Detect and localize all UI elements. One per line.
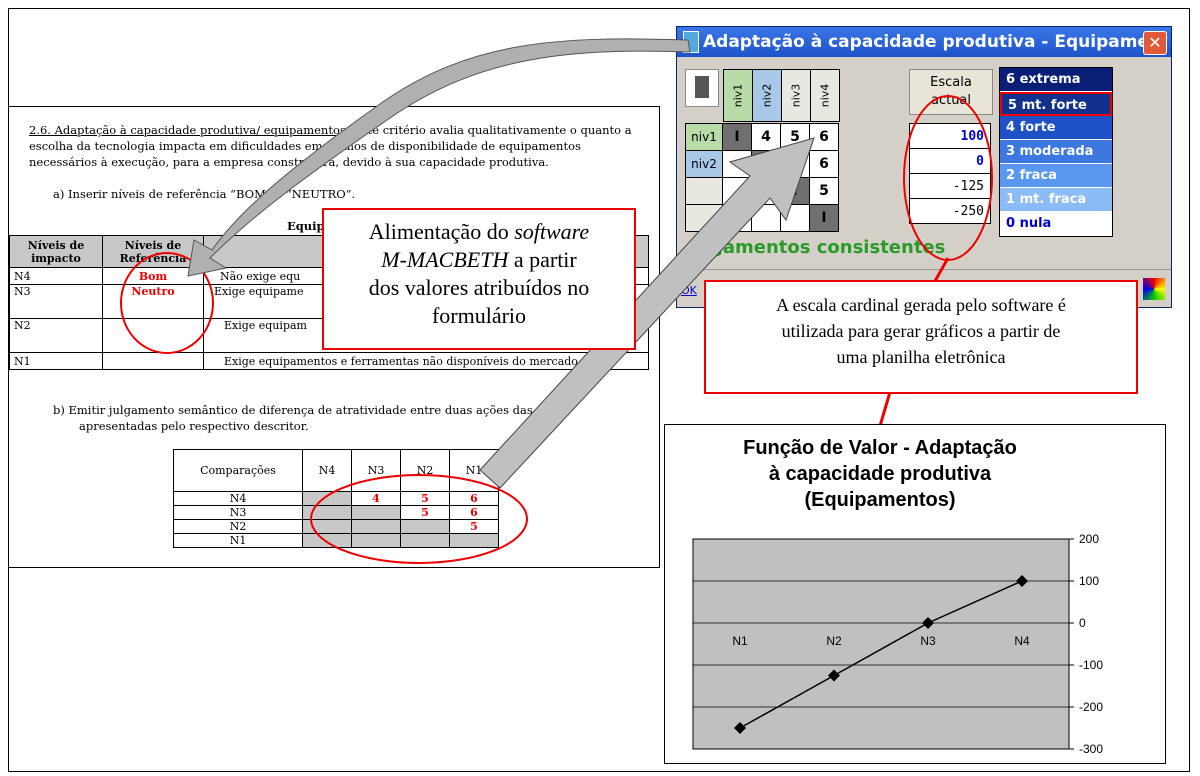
category-item[interactable]: 0 nula: [1000, 212, 1112, 236]
x-tick-label: N3: [920, 634, 936, 648]
row-reference: Bom: [102, 267, 204, 285]
semantic-categories: 6 extrema 5 mt. forte 4 forte 3 moderada…: [999, 67, 1113, 237]
callout-software-input: Alimentação do software M-MACBETH a part…: [322, 208, 636, 350]
close-icon[interactable]: ✕: [1143, 31, 1167, 55]
y-tick-label: 100: [1079, 574, 1099, 588]
col-header-niv3: niv3: [781, 69, 811, 122]
matrix-cell[interactable]: I: [722, 123, 752, 151]
paragraph-line-3: necessários à execução, para a empresa c…: [29, 155, 549, 169]
header-reference-levels: Níveis de Referência: [102, 235, 204, 268]
matrix-cell[interactable]: I: [809, 204, 839, 232]
x-tick-label: N1: [732, 634, 748, 648]
y-tick-label: -200: [1079, 700, 1103, 714]
row-description: Exige equipamentos e ferramentas não dis…: [203, 352, 649, 370]
paragraph-text: Este critério avalia qualitativamente o …: [353, 123, 632, 137]
matrix-cell[interactable]: 4: [751, 123, 781, 151]
paragraph-line-1: 2.6. Adaptação à capacidade produtiva/ e…: [29, 123, 632, 137]
row-level: N1: [9, 352, 103, 370]
callout-line: dos valores atribuídos no: [368, 275, 590, 300]
comp-row-label: N1: [173, 533, 303, 548]
y-tick-label: -100: [1079, 658, 1103, 672]
matrix-cell[interactable]: 6: [809, 150, 839, 178]
comp-cell: [400, 533, 450, 548]
category-item[interactable]: 6 extrema: [1000, 68, 1112, 92]
value-function-chart: Função de Valor - Adaptação à capacidade…: [664, 424, 1166, 764]
y-tick-label: -300: [1079, 742, 1103, 756]
consistency-status: ulgamentos consistentes: [691, 237, 946, 258]
current-scale: 100 0 -125 -250: [909, 123, 991, 224]
data-point: [734, 722, 746, 734]
chart-title-line: (Equipamentos): [804, 489, 956, 511]
window-title: Adaptação à capacidade produtiva - Equip…: [703, 32, 1169, 52]
y-tick-label: 200: [1079, 532, 1099, 546]
table-title: Equip: [287, 219, 325, 233]
callout-line: A escala cardinal gerada pelo software é: [776, 295, 1066, 315]
callout-line: utilizada para gerar gráficos a partir d…: [781, 321, 1061, 341]
matrix-cell[interactable]: 6: [809, 123, 839, 151]
paragraph-line-2: escolha da tecnologia impacta em dificul…: [29, 139, 581, 153]
comp-cell: [449, 533, 499, 548]
category-item[interactable]: 3 moderada: [1000, 140, 1112, 164]
section-heading: 2.6. Adaptação à capacidade produtiva/ e…: [29, 123, 350, 137]
header-impact-levels: Níveis de impacto: [9, 235, 103, 268]
category-item[interactable]: 5 mt. forte: [1000, 92, 1112, 116]
chart-title-line: Função de Valor - Adaptação: [743, 437, 1017, 459]
category-item[interactable]: 4 forte: [1000, 116, 1112, 140]
col-header-niv2: niv2: [752, 69, 782, 122]
row-reference: Neutro: [102, 284, 204, 319]
window-titlebar[interactable]: Adaptação à capacidade produtiva - Equip…: [677, 27, 1171, 57]
series-line: [739, 580, 1023, 729]
row-header-niv3: [685, 177, 723, 205]
reference-levels-highlight-circle: [120, 252, 214, 354]
col-header-niv4: niv4: [810, 69, 840, 122]
comp-cell: [302, 533, 352, 548]
data-point: [922, 617, 934, 629]
callout-cardinal-scale: A escala cardinal gerada pelo software é…: [704, 280, 1138, 394]
curved-arrow-to-form: [187, 38, 691, 277]
judgement-matrix-header: niv1 niv2 niv3 niv4: [723, 69, 840, 122]
callout-line: formulário: [431, 303, 527, 328]
arrow-to-matrix: [479, 137, 815, 489]
category-item[interactable]: 2 fraca: [1000, 164, 1112, 188]
comparison-table: Comparações N4 N3 N2 N1 N4 4 5 6 N3 5 6 …: [173, 449, 499, 548]
category-item[interactable]: 1 mt. fraca: [1000, 188, 1112, 212]
matrix-cell[interactable]: 5: [809, 177, 839, 205]
x-tick-label: N4: [1014, 634, 1030, 648]
item-b-line-1: b) Emitir julgamento semântico de difere…: [53, 403, 570, 417]
scale-value: -250: [909, 198, 991, 224]
chart-title-line: à capacidade produtiva: [768, 463, 992, 485]
callout-line: Alimentação do software: [368, 219, 590, 244]
y-tick-label: 0: [1079, 616, 1086, 630]
red-arrow-to-chart: [878, 391, 892, 427]
chart-plot: 200 100 0 -100 -200 -300 N1 N2 N3 N4: [692, 532, 1103, 756]
callout-line: M-MACBETH a partir: [381, 247, 577, 272]
color-palette-icon[interactable]: [1143, 278, 1165, 300]
col-header-niv1: niv1: [723, 69, 753, 122]
comp-header: N3: [351, 449, 401, 492]
chart-title: Função de Valor - Adaptação à capacidade…: [665, 435, 1095, 513]
callout-line: uma planilha eletrônica: [836, 347, 1006, 367]
comp-cell: [351, 533, 401, 548]
scale-highlight-circle: [903, 95, 993, 261]
item-b-line-2: apresentadas pelo respectivo descritor.: [79, 419, 309, 433]
data-point: [1016, 575, 1028, 587]
row-level: N3: [9, 284, 103, 319]
x-tick-label: N2: [826, 634, 842, 648]
calculator-icon[interactable]: [685, 69, 719, 107]
comp-header: Comparações: [173, 449, 303, 492]
document-annotations: [120, 252, 528, 564]
comp-row-label: N2: [173, 519, 303, 534]
scale-value: 100: [909, 123, 991, 149]
row-header-niv1: niv1: [685, 123, 723, 151]
judgements-highlight-circle: [310, 474, 528, 564]
data-point: [828, 669, 840, 682]
plot-area: [692, 538, 1070, 750]
scale-value: 0: [909, 148, 991, 174]
